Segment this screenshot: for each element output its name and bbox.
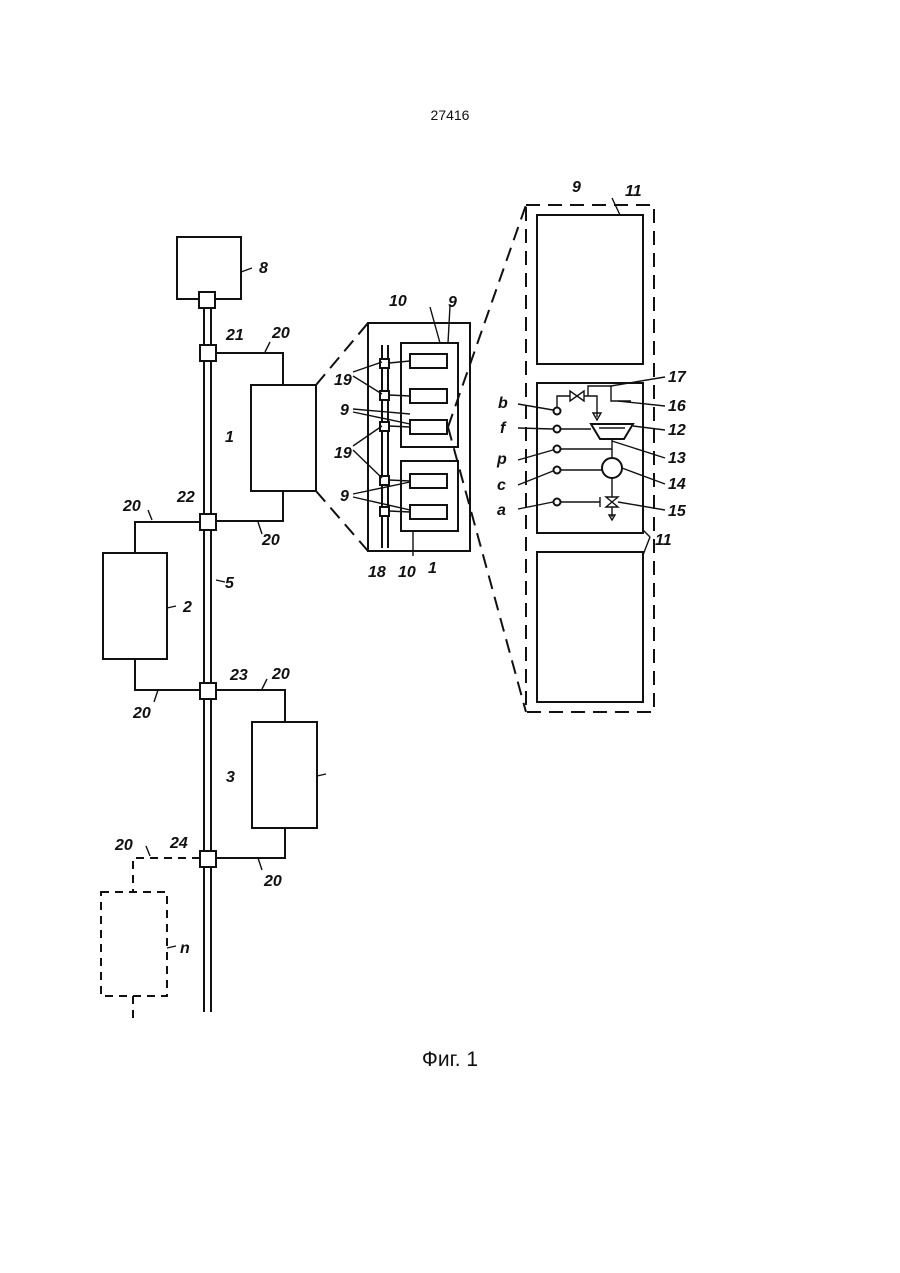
module-11-bottom — [537, 552, 643, 702]
line-20-unit-n — [133, 858, 200, 892]
label-16: 16 — [668, 398, 686, 415]
unit-3 — [252, 722, 317, 828]
label-20: 20 — [271, 666, 290, 683]
label-9: 9 — [448, 294, 457, 311]
module-11-top — [537, 215, 643, 364]
label-14: 14 — [668, 476, 686, 493]
label-10: 10 — [398, 564, 416, 581]
label-20: 20 — [261, 532, 280, 549]
unit-1 — [251, 385, 316, 491]
label-23: 23 — [229, 667, 248, 684]
bus-line-5 — [204, 300, 211, 1012]
line-20-unit2-bottom — [135, 659, 200, 690]
label-a: a — [497, 502, 506, 519]
label-20: 20 — [271, 325, 290, 342]
line-20-unit3-top — [216, 690, 285, 722]
label-22: 22 — [176, 489, 195, 506]
connector-unit-8 — [199, 292, 215, 308]
label-10: 10 — [389, 293, 407, 310]
node-22 — [200, 514, 216, 530]
label-11: 11 — [625, 183, 642, 200]
unit-8 — [177, 237, 241, 299]
label-3: 3 — [226, 769, 235, 786]
figure-caption: Фиг. 1 — [0, 1048, 900, 1072]
pump-14-icon — [602, 458, 622, 478]
label-20: 20 — [114, 837, 133, 854]
node-24 — [200, 851, 216, 867]
module-11-middle — [537, 383, 643, 533]
label-24: 24 — [169, 835, 188, 852]
label-15: 15 — [668, 503, 687, 520]
unit-n — [101, 892, 167, 996]
line-20-unit3-bottom — [216, 828, 285, 858]
label-20: 20 — [132, 705, 151, 722]
label-18: 18 — [368, 564, 386, 581]
label-8: 8 — [259, 260, 268, 277]
node-21 — [200, 345, 216, 361]
label-11: 11 — [655, 532, 672, 549]
module-10-lower — [401, 461, 458, 531]
label-13: 13 — [668, 450, 686, 467]
label-1: 1 — [225, 429, 234, 446]
label-5: 5 — [225, 575, 235, 592]
label-f: f — [500, 420, 507, 437]
node-23 — [200, 683, 216, 699]
label-19: 19 — [334, 372, 352, 389]
label-p: p — [496, 451, 507, 468]
label-b: b — [498, 395, 508, 412]
label-20: 20 — [122, 498, 141, 515]
line-20-unit1-bottom — [216, 491, 283, 521]
label-12: 12 — [668, 422, 686, 439]
label-9: 9 — [572, 179, 581, 196]
label-9: 9 — [340, 402, 349, 419]
label-1: 1 — [428, 560, 437, 577]
line-20-unit2-top — [135, 522, 200, 553]
label-21: 21 — [225, 327, 244, 344]
label-9: 9 — [340, 488, 349, 505]
label-17: 17 — [668, 369, 687, 386]
label-n: n — [180, 940, 190, 957]
line-20-unit1-top — [216, 353, 283, 385]
label-2: 2 — [182, 599, 192, 616]
label-c: c — [497, 477, 506, 494]
label-19: 19 — [334, 445, 352, 462]
label-20: 20 — [263, 873, 282, 890]
unit-2 — [103, 553, 167, 659]
